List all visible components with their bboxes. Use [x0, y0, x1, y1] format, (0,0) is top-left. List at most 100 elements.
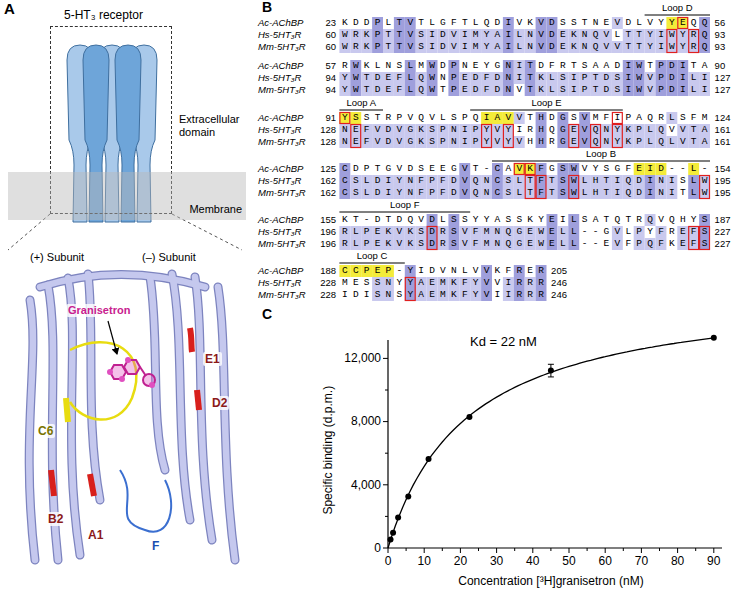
sequence-row: CDPTGVDSEEGVT-CAVKFGSWVYSGFEID--L-	[342, 163, 713, 175]
x-tick	[550, 548, 551, 551]
species-name: Ac-AChBP	[258, 214, 303, 226]
residue-number: 94	[325, 72, 336, 84]
loop-f	[120, 470, 171, 532]
x-tick	[587, 548, 588, 551]
x-tick	[623, 548, 624, 551]
residue-number: 227	[715, 226, 731, 238]
tick-label: 40	[526, 554, 539, 568]
x-tick	[713, 548, 714, 553]
ligand-label: Granisetron	[66, 304, 132, 317]
residue-number: 93	[715, 29, 726, 41]
ribbon-outline	[29, 274, 235, 560]
residue-number: 60	[325, 29, 336, 41]
loop-overline	[470, 110, 623, 111]
species-name: Hs-5HT₃R	[258, 175, 301, 187]
sequence-row: RLPEKVKSDRSVFMNQGEWELL--EVFPQFKEFS	[342, 238, 713, 250]
loop-label: Loop E	[531, 97, 561, 108]
data-point	[395, 515, 401, 521]
loop-overline	[339, 110, 383, 111]
species-name: Mm-5HT₃R	[258, 136, 306, 148]
species-name: Ac-AChBP	[258, 17, 303, 29]
residue-number: 205	[551, 265, 567, 277]
tick-label: 30	[490, 554, 503, 568]
loop-segments	[51, 328, 199, 496]
loop-b2	[51, 470, 54, 496]
residue-number: 162	[320, 175, 336, 187]
loop-c	[70, 342, 136, 419]
loop-tag: C6	[36, 424, 55, 438]
sequence-row: RLPEKVKSDRSVFMNQGEWELL--GVLPYFREFS	[342, 226, 713, 238]
ribbon-strand	[218, 287, 235, 560]
subunit-label: (+) Subunit	[30, 251, 84, 264]
error-cap	[548, 364, 554, 365]
residue-number: 94	[325, 84, 336, 96]
data-point	[390, 530, 396, 536]
data-point	[405, 494, 411, 500]
x-tick	[569, 548, 570, 553]
x-tick	[460, 548, 461, 553]
residue-number: 128	[320, 124, 336, 136]
loop-d2	[197, 390, 199, 410]
loop-overline	[645, 15, 710, 16]
sequence-row: YWTDEFLQWTPEDFDNVTKLSIPTDSIWVPDILI	[342, 84, 713, 96]
subunit-label: (–) Subunit	[142, 251, 196, 264]
species-name: Mm-5HT₃R	[258, 84, 306, 96]
residue-number: 162	[320, 187, 336, 199]
x-tick	[406, 548, 407, 551]
residue-number: 228	[320, 277, 336, 289]
atom	[119, 376, 125, 382]
x-tick	[641, 548, 642, 553]
x-tick	[695, 548, 696, 551]
tick-label: 0	[385, 554, 392, 568]
residue-number: 195	[715, 187, 731, 199]
y-tick	[385, 516, 388, 517]
data-point	[711, 335, 717, 341]
pointer-arrow	[108, 321, 117, 354]
atom	[149, 382, 155, 388]
granisetron-molecule	[107, 357, 155, 388]
residue-number: 195	[715, 175, 731, 187]
data-point	[548, 368, 554, 374]
residue-number: 56	[715, 17, 726, 29]
panel-letter: B	[262, 0, 272, 16]
species-name: Ac-AChBP	[258, 112, 303, 124]
loop-c6	[66, 398, 68, 422]
sequence-row: YSSTRPVQVLSPQIAVVTHDGSVMFIPAQRLSFM	[342, 112, 713, 124]
tick-label: 50	[562, 554, 575, 568]
sequence-row: WRKPTTVSIDVIMYAILNVDEKNQVVTTYIWYRQ	[342, 41, 713, 53]
loop-tag: A1	[86, 528, 105, 542]
x-tick	[532, 548, 533, 553]
x-tick	[605, 548, 606, 553]
species-name: Hs-5HT₃R	[258, 124, 301, 136]
residue-number: 187	[715, 214, 731, 226]
residue-number: 23	[325, 17, 336, 29]
binding-chart	[383, 335, 722, 553]
tick-label: 70	[635, 554, 648, 568]
residue-number: 246	[551, 289, 567, 301]
panel-letter: C	[262, 306, 272, 323]
atom	[107, 369, 113, 375]
residue-number: 127	[715, 72, 731, 84]
kd-value: Kd = 22 nM	[470, 334, 537, 350]
species-name: Mm-5HT₃R	[258, 238, 306, 250]
tick-label: 12,000	[344, 351, 381, 365]
residue-number: 246	[551, 277, 567, 289]
residue-number: 227	[715, 238, 731, 250]
y-tick	[383, 548, 388, 549]
residue-number: 93	[715, 41, 726, 53]
tick-label: 80	[671, 554, 684, 568]
x-tick	[442, 548, 443, 551]
residue-number: 154	[715, 163, 731, 175]
data-point	[426, 456, 432, 462]
residue-number: 161	[715, 124, 731, 136]
x-tick	[677, 548, 678, 553]
residue-number: 188	[320, 265, 336, 277]
node-label: Extracellular domain	[179, 113, 251, 139]
receptor-title: 5-HT₃ receptor	[64, 8, 143, 22]
loop-label: Loop B	[586, 148, 616, 159]
tick-label: 4,000	[351, 478, 381, 492]
residue-number: 128	[320, 136, 336, 148]
fit-curve	[388, 338, 714, 548]
residue-number: 125	[320, 163, 336, 175]
data-point	[388, 537, 394, 543]
